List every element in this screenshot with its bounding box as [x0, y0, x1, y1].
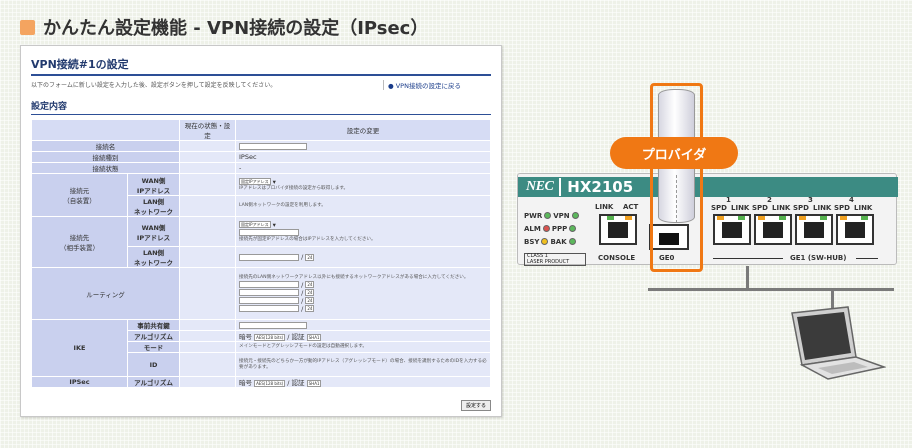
hub4-spd-label: SPD — [834, 204, 850, 212]
row-label-mode: モード — [127, 341, 180, 353]
provider-label: プロバイダ — [610, 137, 738, 169]
routing-note: 接続先のLAN側ネットワークアドレス以外にも接続するネットワークアドレスがある場… — [239, 274, 469, 280]
row-label-type: 接続種別 — [31, 151, 180, 163]
hub-port-2 — [754, 214, 792, 245]
ipsec-encryption-select[interactable]: AES(128 bits) — [254, 379, 286, 387]
col-current-header: 現在の状態・設定 — [179, 119, 236, 141]
routing-network-input-4[interactable] — [239, 305, 299, 312]
ipsec-auth-select[interactable]: SHA1 — [306, 379, 322, 387]
dst-wan-select[interactable]: 固定IPアドレス — [239, 221, 271, 228]
routing-network-input-3[interactable] — [239, 297, 299, 304]
row-label-dst-lan: LAN側 ネットワーク — [127, 246, 180, 268]
routing-prefix-select-2[interactable]: 24 — [305, 289, 315, 296]
row-label-dst-wan: WAN側 IPアドレス — [127, 216, 180, 247]
page-title-text: かんたん設定機能 - VPN接続の設定（IPsec） — [43, 18, 429, 39]
nec-logo: NEC — [526, 179, 554, 194]
pre-shared-key-input[interactable] — [239, 321, 307, 329]
console-link-label: LINK — [595, 203, 614, 211]
row-label-ipsec-algo: アルゴリズム — [127, 376, 180, 388]
form-title: VPN接続#1の設定 — [31, 56, 491, 76]
ge0-label: GE0 — [659, 254, 675, 262]
dst-wan-ip-input[interactable] — [239, 229, 299, 236]
router-drop-line — [746, 266, 749, 290]
row-label-ike-algo: アルゴリズム — [127, 330, 180, 342]
title-bullet-icon — [20, 19, 35, 35]
router-front-band: NEC HX2105 — [518, 177, 898, 197]
hub3-spd-label: SPD — [793, 204, 809, 212]
ipsec-enc-label: 暗号 — [239, 379, 252, 387]
row-label-ipsec: IPSec — [31, 376, 128, 388]
form-description: 以下のフォームに新しい設定を入力した後、設定ボタンを押して設定を反映してください… — [31, 82, 277, 89]
routing-network-input-1[interactable] — [239, 281, 299, 288]
pc-drop-line — [831, 290, 834, 312]
ike-auth-label: / 認証 — [287, 333, 305, 341]
hub-port-number-3: 3 — [808, 196, 813, 204]
console-label: CONSOLE — [598, 254, 636, 262]
hub4-link-label: LINK — [854, 204, 873, 212]
ike-enc-label: 暗号 — [239, 333, 252, 341]
laptop-icon — [791, 306, 886, 380]
laser-class-label: CLASS 1 LASER PRODUCT — [524, 253, 586, 266]
row-label-routing: ルーティング — [31, 267, 180, 320]
section-title: 設定内容 — [31, 99, 491, 115]
cable-dashes — [676, 175, 677, 223]
dst-lan-network-input[interactable] — [239, 253, 299, 261]
console-act-label: ACT — [623, 203, 639, 211]
src-lan-note: LAN側ネットワークの設定を利用します。 — [235, 195, 491, 217]
ike-encryption-select[interactable]: AES(128 bits) — [254, 333, 286, 341]
row-label-src-wan: WAN側 IPアドレス — [127, 173, 180, 196]
back-to-vpn-settings-link[interactable]: ● VPN接続の設定に戻る — [383, 80, 491, 90]
hub-port-number-2: 2 — [767, 196, 772, 204]
hub2-spd-label: SPD — [752, 204, 768, 212]
hub-port-number-4: 4 — [849, 196, 854, 204]
connection-name-input[interactable] — [239, 142, 307, 150]
hub1-link-label: LINK — [731, 204, 750, 212]
routing-prefix-select-1[interactable]: 24 — [305, 281, 315, 288]
src-wan-select[interactable]: 固定IPアドレス — [239, 178, 271, 185]
row-label-name: 接続名 — [31, 140, 180, 152]
settings-table: 現在の状態・設定 設定の変更 接続名 接続種別 IPSec 接続状態 - 接続元… — [31, 119, 491, 388]
routing-prefix-select-4[interactable]: 24 — [305, 305, 315, 312]
id-note: 接続元・接続先のどちらか一方が動的IPアドレス（アグレッシブモード）の場合、接続… — [235, 352, 491, 377]
hub3-link-label: LINK — [813, 204, 832, 212]
vpn-settings-panel: VPN接続#1の設定 以下のフォームに新しい設定を入力した後、設定ボタンを押して… — [20, 45, 502, 417]
row-label-destination: 接続先 （相手装置） — [31, 216, 128, 268]
ge1-label: GE1 (SW-HUB) — [790, 254, 847, 262]
hub2-link-label: LINK — [772, 204, 791, 212]
routing-prefix-select-3[interactable]: 24 — [305, 297, 315, 304]
row-label-src-lan: LAN側 ネットワーク — [127, 195, 180, 217]
ike-auth-select[interactable]: SHA1 — [306, 333, 322, 341]
page-title: かんたん設定機能 - VPN接続の設定（IPsec） — [20, 14, 428, 40]
hub1-spd-label: SPD — [711, 204, 727, 212]
dst-lan-prefix-select[interactable]: 24 — [305, 253, 315, 261]
mode-note: メインモードとアグレッシブモードの設定は自動選択します。 — [235, 341, 491, 353]
connection-type-value: IPSec — [235, 151, 491, 163]
col-change-header: 設定の変更 — [235, 119, 491, 141]
ge0-port — [649, 224, 689, 250]
row-label-source: 接続元 （自装置） — [31, 173, 128, 217]
row-label-ike: IKE — [31, 319, 128, 377]
row-label-status: 接続状態 — [31, 162, 180, 174]
model-name: HX2105 — [559, 178, 633, 196]
routing-network-input-2[interactable] — [239, 289, 299, 296]
ipsec-auth-label: / 認証 — [287, 379, 305, 387]
lan-line — [648, 288, 894, 291]
src-wan-note: IPアドレスはプロバイダ接続の設定から取得します。 — [239, 185, 349, 191]
ge0-highlight — [650, 83, 703, 272]
hub-port-number-1: 1 — [726, 196, 731, 204]
connection-status-value: - — [235, 162, 491, 174]
row-label-id: ID — [127, 352, 180, 377]
row-label-psk: 事前共有鍵 — [127, 319, 180, 331]
submit-button[interactable]: 設定する — [460, 400, 491, 411]
dst-wan-note: 接続先が固定IPアドレスの場合はIPアドレスを入力してください。 — [239, 236, 376, 242]
